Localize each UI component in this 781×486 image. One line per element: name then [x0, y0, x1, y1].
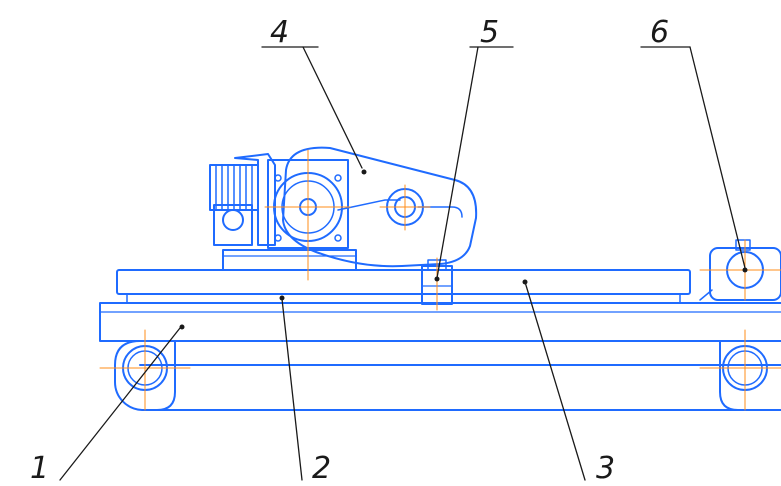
drive-unit	[209, 153, 349, 249]
callout-5: 5	[480, 15, 499, 50]
platform	[116, 269, 691, 304]
callout-4: 4	[270, 15, 289, 50]
motor-base	[222, 249, 357, 271]
leader-lines	[59, 46, 746, 481]
callout-6: 6	[650, 15, 669, 50]
leader-dots	[179, 169, 748, 330]
right-wheel	[719, 340, 781, 411]
lower-frame	[99, 302, 781, 411]
callout-3: 3	[596, 451, 615, 486]
axis-lines	[99, 149, 781, 411]
callout-2: 2	[312, 451, 331, 486]
callout-1: 1	[30, 451, 49, 486]
